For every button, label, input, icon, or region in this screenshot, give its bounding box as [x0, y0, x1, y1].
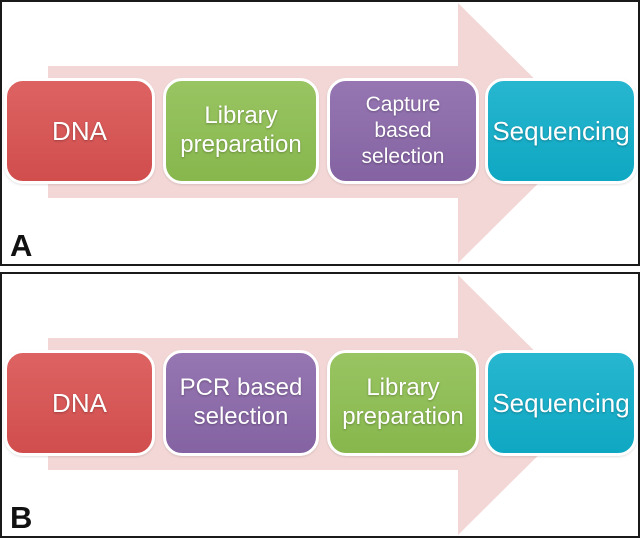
step-label: Library preparation [180, 102, 302, 158]
step-box-library-preparation: Library preparation [327, 350, 479, 456]
panel-a: DNA Library preparation Capture based se… [0, 0, 640, 266]
step-box-dna: DNA [4, 350, 155, 456]
panel-label: B [10, 500, 33, 535]
step-box-sequencing: Sequencing [485, 350, 637, 456]
step-label: PCR based selection [179, 374, 303, 430]
step-box-pcr-based-selection: PCR based selection [163, 350, 319, 456]
step-box-library-preparation: Library preparation [163, 78, 319, 184]
step-label: DNA [52, 115, 107, 146]
step-label: Capture based selection [361, 92, 445, 169]
step-label: Sequencing [492, 387, 630, 418]
step-box-dna: DNA [4, 78, 155, 184]
panel-label: A [10, 228, 33, 263]
step-box-capture-based-selection: Capture based selection [327, 78, 479, 184]
step-label: DNA [52, 387, 107, 418]
panel-b: DNA PCR based selection Library preparat… [0, 272, 640, 538]
step-box-sequencing: Sequencing [485, 78, 637, 184]
step-label: Library preparation [342, 374, 464, 430]
step-label: Sequencing [492, 115, 630, 146]
